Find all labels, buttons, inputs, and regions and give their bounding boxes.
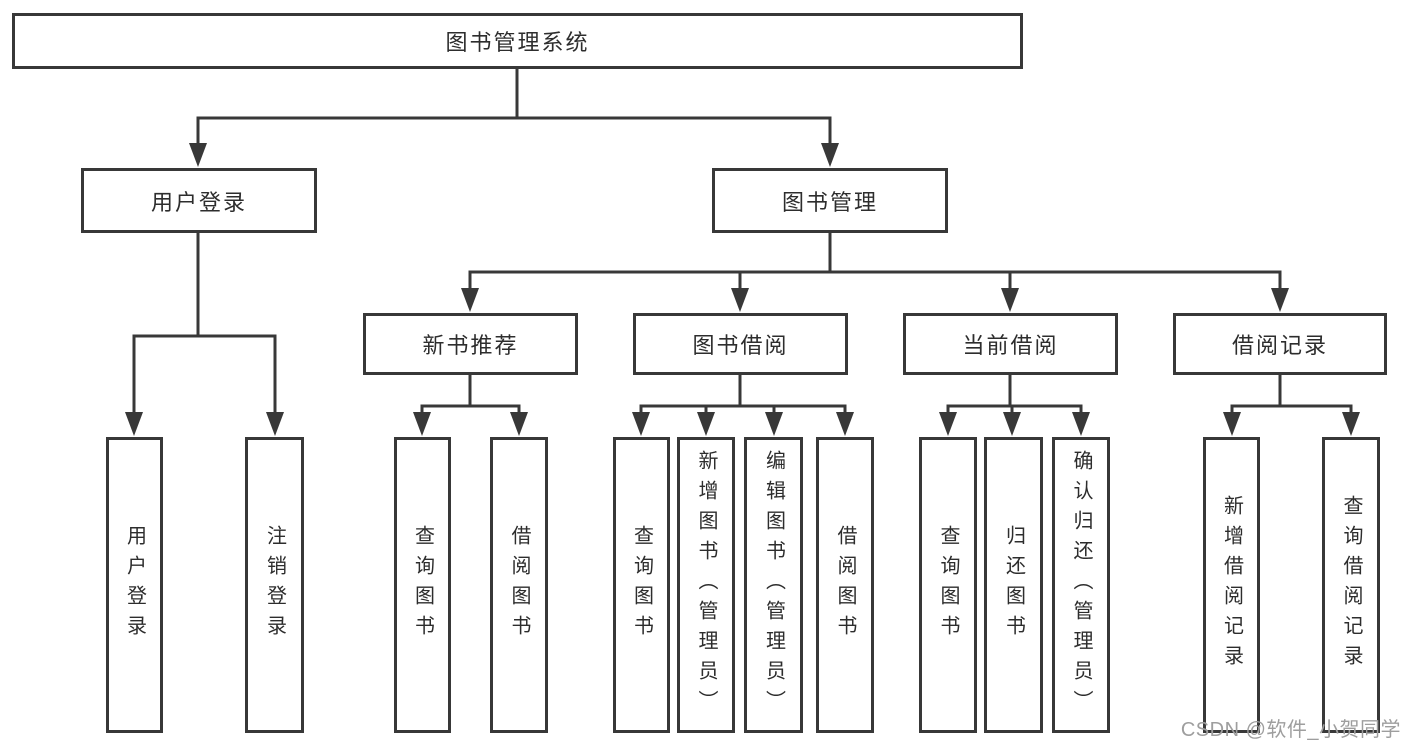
node-label: 图书管理 [781,189,878,215]
arrowhead-icon [510,412,528,436]
csdn-watermark: CSDN @软件_小贺同学 [1180,719,1401,741]
node-label: 查询图书 [630,525,653,645]
node-label: 借阅记录 [1231,333,1328,358]
leaf-query-books-current: 查询图书 [919,437,977,733]
node-label: 注销登录 [263,525,286,645]
arrowhead-icon [1342,412,1360,436]
arrowhead-icon [1072,412,1090,436]
node-label: 编辑图书（管理员） [762,450,785,720]
arrowhead-icon [1223,412,1241,436]
arrowhead-icon [765,412,783,436]
node-label: 用户登录 [150,189,247,215]
arrowhead-icon [413,412,431,436]
leaf-return-books: 归还图书 [984,437,1043,733]
node-label: 借阅图书 [834,525,856,645]
leaf-add-books-admin: 新增图书（管理员） [677,437,735,733]
arrowhead-icon [461,288,479,312]
node-label: 确认归还（管理员） [1070,450,1092,720]
node-book-management-module: 图书管理 [712,168,948,233]
connector-book-management-branch [468,233,1282,300]
arrowhead-icon [1271,288,1289,312]
connector-book-borrowing-branch [639,375,847,424]
arrowhead-icon [821,143,839,167]
arrowhead-icons [125,143,1360,436]
node-label: 新增图书（管理员） [695,450,717,720]
node-label: 查询图书 [411,525,434,645]
node-root-system: 图书管理系统 [12,13,1023,69]
leaf-user-login: 用户登录 [106,437,163,733]
node-label: 图书借阅 [692,333,789,358]
arrowhead-icon [939,412,957,436]
arrowhead-icon [632,412,650,436]
leaf-query-books-recommend: 查询图书 [394,437,451,733]
node-label: 查询图书 [937,525,959,645]
leaf-add-borrow-record: 新增借阅记录 [1203,437,1260,733]
leaf-borrow-books-recommend: 借阅图书 [490,437,548,733]
arrowhead-icon [836,412,854,436]
arrowhead-icon [731,288,749,312]
node-label: 用户登录 [123,525,146,645]
node-label: 借阅图书 [508,525,530,645]
arrowhead-icon [697,412,715,436]
leaf-borrow-books-borrowing: 借阅图书 [816,437,874,733]
leaf-query-books-borrowing: 查询图书 [613,437,670,733]
leaf-edit-books-admin: 编辑图书（管理员） [744,437,803,733]
node-user-login-module: 用户登录 [81,168,317,233]
leaf-query-borrow-record: 查询借阅记录 [1322,437,1380,733]
connector-root-to-level2 [196,69,832,155]
connector-user-login-branch [132,233,277,424]
connector-borrowing-records-branch [1230,375,1353,424]
arrowhead-icon [1003,412,1021,436]
node-label: 当前借阅 [962,333,1059,358]
node-label: 新书推荐 [422,333,519,358]
leaf-confirm-return-admin: 确认归还（管理员） [1052,437,1110,733]
node-label: 归还图书 [1002,525,1025,645]
connector-new-book-branch [420,375,521,424]
node-book-borrowing: 图书借阅 [633,313,848,375]
leaf-logout: 注销登录 [245,437,304,733]
node-label: 图书管理系统 [445,30,590,55]
arrowhead-icon [125,412,143,436]
arrowhead-icon [1001,288,1019,312]
node-borrowing-records: 借阅记录 [1173,313,1387,375]
node-label: 新增借阅记录 [1220,495,1243,675]
node-new-book-recommendation: 新书推荐 [363,313,578,375]
arrowhead-icon [189,143,207,167]
node-current-borrowing: 当前借阅 [903,313,1118,375]
arrowhead-icon [266,412,284,436]
node-label: 查询借阅记录 [1340,495,1362,675]
